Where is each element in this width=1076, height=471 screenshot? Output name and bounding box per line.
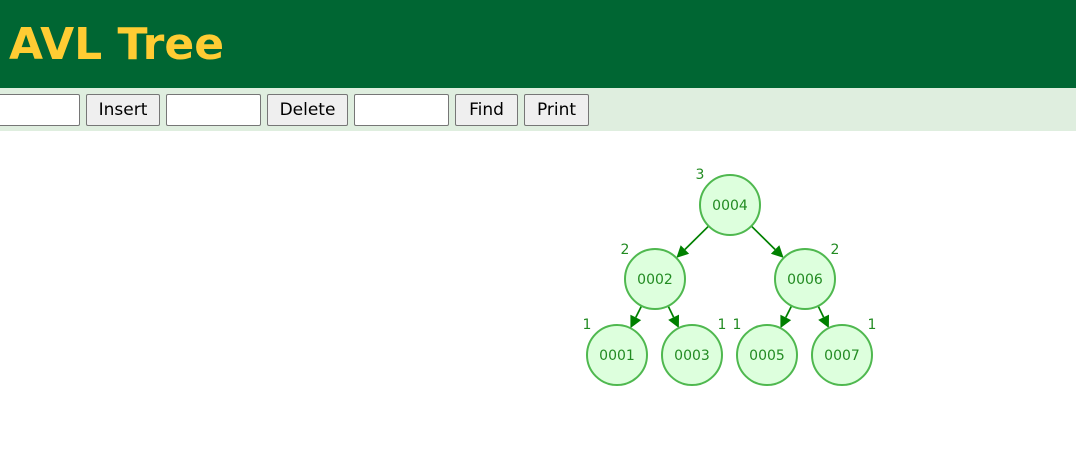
tree-node-label: 0006 (787, 272, 823, 288)
tree-edge-arrowhead (780, 314, 792, 329)
tree-node-circle (624, 248, 686, 310)
delete-input[interactable] (166, 94, 261, 126)
tree-edge-n4-n6 (750, 225, 776, 251)
insert-button[interactable]: Insert (86, 94, 160, 126)
header-bar: AVL Tree (0, 0, 1076, 88)
tree-node-label: 0005 (749, 348, 785, 364)
tree-edge-n6-n7 (817, 305, 825, 318)
tree-node-height-label: 1 (868, 317, 877, 333)
toolbar: Insert Delete Find Print (0, 88, 1076, 131)
tree-node-height-label: 1 (733, 317, 742, 333)
tree-node-height-label: 2 (831, 242, 840, 258)
tree-node-circle (774, 248, 836, 310)
tree-node-circle (811, 324, 873, 386)
tree-node-0005: 0005 1 (733, 317, 798, 386)
tree-node-height-label: 3 (696, 167, 705, 183)
tree-canvas: 0004 3 0002 2 0006 2 0001 1 0003 1 0005 1 0007 1 (0, 131, 1076, 471)
tree-edge-n2-n3 (667, 305, 675, 318)
tree-edge-n4-n2 (684, 225, 710, 251)
tree-node-height-label: 1 (583, 317, 592, 333)
tree-edge-arrowhead (818, 314, 830, 329)
tree-node-label: 0003 (674, 348, 710, 364)
tree-node-0007: 0007 1 (811, 317, 877, 386)
tree-edge-n2-n1 (635, 305, 643, 318)
delete-button[interactable]: Delete (267, 94, 348, 126)
tree-edge-arrowhead (630, 314, 642, 329)
tree-node-0006: 0006 2 (774, 242, 840, 310)
tree-node-height-label: 1 (718, 317, 727, 333)
tree-node-label: 0004 (712, 198, 748, 214)
find-button[interactable]: Find (455, 94, 518, 126)
tree-node-label: 0001 (599, 348, 635, 364)
tree-edge-arrowhead (770, 245, 784, 258)
tree-node-circle (586, 324, 648, 386)
tree-node-0001: 0001 1 (583, 317, 648, 386)
find-input[interactable] (354, 94, 449, 126)
insert-input[interactable] (0, 94, 80, 126)
tree-node-circle (661, 324, 723, 386)
tree-node-circle (699, 174, 761, 236)
avl-tree-diagram: 0004 3 0002 2 0006 2 0001 1 0003 1 0005 1 0007 1 (583, 167, 877, 386)
page-title: AVL Tree (9, 19, 225, 70)
tree-node-label: 0007 (824, 348, 860, 364)
tree-node-0003: 0003 1 (661, 317, 727, 386)
tree-edge-arrowhead (668, 314, 680, 329)
tree-node-circle (736, 324, 798, 386)
tree-edge-n6-n5 (785, 305, 793, 318)
print-button[interactable]: Print (524, 94, 589, 126)
tree-node-height-label: 2 (621, 242, 630, 258)
tree-node-0002: 0002 2 (621, 242, 686, 310)
tree-node-0004: 0004 3 (696, 167, 761, 236)
tree-edge-arrowhead (676, 245, 690, 258)
tree-node-label: 0002 (637, 272, 673, 288)
